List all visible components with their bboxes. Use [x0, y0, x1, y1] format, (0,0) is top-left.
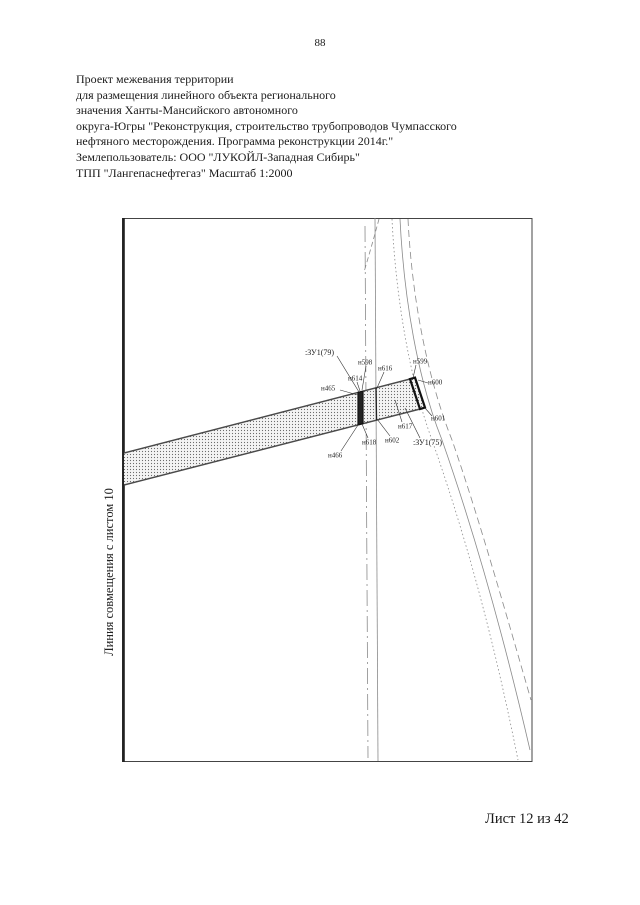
leader-zu1-75	[404, 407, 421, 439]
parcel-label-zu1-75: :ЗУ1(75)	[413, 438, 442, 447]
sheet-number: Лист 12 из 42	[485, 811, 569, 827]
point-label-n601: н601	[431, 415, 446, 423]
leader-n616	[376, 371, 385, 389]
strip-lower-edge	[123, 407, 425, 486]
thin-vertical-line	[374, 217, 379, 762]
header-block: Проект межевания территории для размещен…	[76, 72, 596, 181]
leader-n600	[417, 379, 429, 384]
header-line-5: нефтяного месторождения. Программа рекон…	[76, 134, 394, 149]
top-curve-line	[363, 218, 380, 273]
boundary-dashdot-line	[364, 225, 369, 759]
parcel-divider-thin	[375, 387, 378, 421]
leader-zu1-79	[336, 355, 360, 393]
map-frame	[122, 218, 533, 762]
header-line-4: округа-Югры "Реконструкция, строительств…	[76, 118, 457, 133]
leader-n602	[376, 418, 391, 437]
point-label-n599: н599	[413, 358, 428, 366]
leader-n465	[339, 389, 359, 396]
point-label-n617: н617	[398, 423, 413, 431]
road-curve-dotted	[391, 218, 519, 761]
road-curve-dashed	[407, 218, 532, 701]
header-line-2: для размещения линейного объекта региона…	[76, 87, 336, 102]
point-label-n466: н466	[328, 452, 343, 460]
strip-end-parcel	[408, 376, 427, 411]
parcel-label-zu1-79: :ЗУ1(79)	[305, 348, 334, 357]
leader-n598	[361, 365, 367, 391]
match-line-label: Линия совмещения с листом 10	[102, 488, 116, 656]
point-label-n616: н616	[378, 365, 393, 373]
strip-upper-edge	[123, 377, 415, 454]
point-label-n602: н602	[385, 437, 400, 445]
road-curve-solid	[399, 218, 531, 751]
leader-n601	[424, 407, 433, 417]
leader-n614	[356, 381, 361, 392]
leader-n466	[340, 424, 359, 452]
header-line-1: Проект межевания территории	[76, 72, 234, 86]
leader-n617	[394, 399, 403, 423]
leader-n618	[361, 423, 369, 439]
header-line-3: значения Ханты-Мансийского автономного	[76, 103, 298, 118]
header-line-6: Землепользователь: ООО "ЛУКОЙЛ-Западная …	[76, 149, 360, 164]
header-line-7: ТПП "Лангепаснефтегаз" Масштаб 1:2000	[76, 165, 293, 180]
point-label-n614: н614	[348, 375, 363, 383]
parcel-divider-thick	[357, 390, 364, 426]
page-number: 88	[314, 37, 326, 49]
point-label-n618: н618	[362, 439, 377, 447]
pipeline-strip	[124, 378, 424, 485]
point-label-n465: н465	[321, 385, 336, 393]
leader-n599	[412, 364, 417, 379]
point-label-n600: н600	[428, 379, 443, 387]
point-label-n598: н598	[358, 359, 373, 367]
